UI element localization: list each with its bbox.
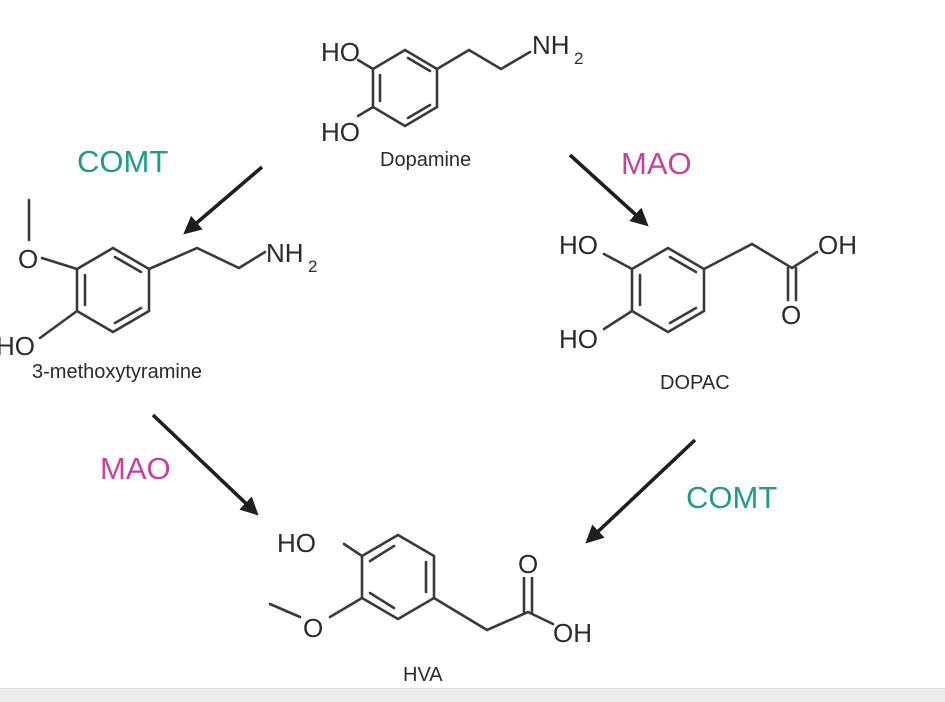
methoxytyramine-ho: HO <box>0 331 35 361</box>
dopac-skeleton <box>602 242 819 334</box>
hva-oh: OH <box>553 618 592 648</box>
hva-label: HVA <box>403 664 443 686</box>
arrow-3mt-to-hva <box>151 413 259 516</box>
enzyme-label-comt-2: COMT <box>686 480 777 515</box>
enzyme-label-mao-1: MAO <box>621 146 692 181</box>
molecule-dopamine: HO HO NH 2 Dopamine <box>321 30 583 171</box>
molecule-3-methoxytyramine: O HO NH 2 3-methoxytyramine <box>0 198 317 383</box>
dopac-oh: OH <box>818 230 857 260</box>
methoxytyramine-nh-subscript: 2 <box>308 257 317 276</box>
dopamine-ho-top: HO <box>321 37 360 67</box>
enzyme-label-mao-2: MAO <box>100 451 171 486</box>
footer-bar <box>0 688 945 702</box>
methoxytyramine-skeleton <box>27 198 267 340</box>
arrow-dopamine-to-3mt <box>183 165 264 235</box>
dopac-carbonyl-o: O <box>781 300 801 330</box>
molecule-dopac: HO HO OH O DOPAC <box>559 230 857 394</box>
methoxytyramine-nh: NH <box>266 238 304 268</box>
enzyme-label-comt-1: COMT <box>77 144 168 179</box>
dopamine-nh: NH <box>532 30 570 60</box>
molecule-hva: HO O O OH HVA <box>268 528 592 686</box>
arrow-dopac-to-hva <box>585 438 697 544</box>
methoxytyramine-label: 3-methoxytyramine <box>32 361 202 383</box>
hva-skeleton <box>268 533 555 632</box>
dopamine-skeleton <box>356 48 532 128</box>
hva-ho: HO <box>277 528 316 558</box>
hva-methoxy-o: O <box>303 613 323 643</box>
dopamine-ho-bottom: HO <box>321 117 360 147</box>
hva-carbonyl-o: O <box>518 549 538 579</box>
dopamine-label: Dopamine <box>380 149 471 171</box>
dopamine-nh-subscript: 2 <box>574 49 583 68</box>
dopac-ho-top: HO <box>559 230 598 260</box>
methoxytyramine-o: O <box>18 244 38 274</box>
arrow-dopamine-to-dopac <box>568 153 649 227</box>
dopac-ho-bottom: HO <box>559 324 598 354</box>
dopac-label: DOPAC <box>660 372 730 394</box>
